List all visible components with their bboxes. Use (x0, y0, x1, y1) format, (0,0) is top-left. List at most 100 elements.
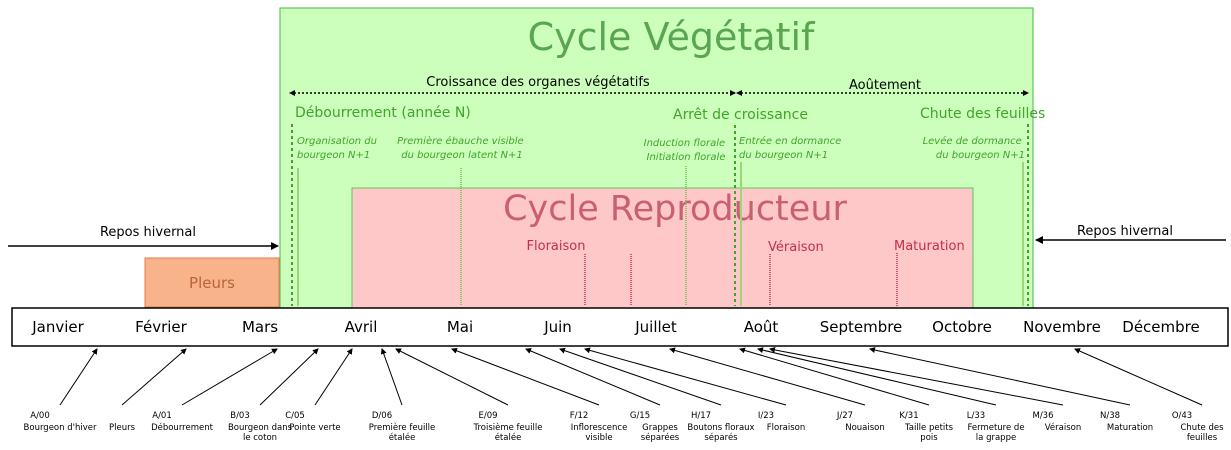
repos-right-label: Repos hivernal (1077, 224, 1173, 239)
stage-code: F/12 (570, 411, 589, 421)
stage-name-line: Inflorescence (571, 423, 628, 433)
stage-arrow (869, 347, 1131, 406)
month-label: Septembre (820, 318, 903, 336)
dormancy-entry-label: Entrée en dormance du bourgeon N+1 (739, 135, 844, 161)
pleurs-label: Pleurs (189, 274, 235, 292)
repos-left-label: Repos hivernal (100, 225, 196, 240)
dormancy-lift-label: Levée de dormance du bourgeon N+1 (923, 135, 1025, 161)
month-label: Novembre (1023, 318, 1101, 336)
stage-name-line: feuilles (1187, 433, 1218, 443)
stage-arrow (584, 347, 787, 406)
stage-code: O/43 (1172, 411, 1192, 421)
stage-arrow (181, 348, 278, 406)
stage-code: A/00 (30, 411, 50, 421)
growth-stop-label: Arrêt de croissance (673, 107, 808, 123)
stage-name-line: Débourrement (151, 422, 214, 433)
stage-name-line: pois (920, 433, 938, 443)
month-label: Mai (447, 318, 473, 336)
stage-name-line: séparés (704, 432, 738, 443)
month-label: Juillet (634, 318, 677, 336)
stage-code: C/05 (285, 411, 305, 421)
stage-label: Pleurs (109, 423, 136, 433)
stage-arrow (121, 348, 187, 406)
stage-code: L/33 (967, 411, 985, 421)
aoutement-label: Aoûtement (849, 78, 921, 93)
month-label: Juin (543, 318, 572, 336)
month-labels: Janvier Février Mars Avril Mai Juin Juillet Aoû… (31, 318, 1200, 336)
stage-name-line: le coton (243, 433, 277, 443)
stage-arrow (669, 347, 866, 406)
pleurs-box (144, 257, 280, 308)
stage-name-line: Floraison (767, 423, 806, 433)
stage-arrow (59, 348, 98, 406)
month-label: Août (744, 318, 779, 336)
induction-label: Induction florale Initiation florale (644, 138, 729, 163)
stage-name-line: Pleurs (109, 423, 136, 433)
stage-name-line: Première feuille (369, 422, 436, 433)
stage-name-line: étalée (495, 432, 522, 443)
veraison-label: Véraison (768, 240, 824, 255)
stage-name-line: la grappe (976, 433, 1016, 443)
stage-code: I/23 (758, 411, 774, 421)
stage-name-line: Troisième feuille (473, 422, 543, 433)
maturation-label: Maturation (894, 239, 965, 254)
stage-code: B/03 (230, 411, 250, 421)
organisation-label: Organisation du bourgeon N+1 (297, 136, 380, 161)
stage-name-line: Fermeture de (967, 423, 1024, 433)
month-label: Janvier (31, 318, 84, 336)
stage-arrow (451, 347, 600, 406)
stage-arrow (314, 348, 353, 406)
month-label: Avril (345, 318, 378, 336)
budbreak-label: Débourrement (année N) (295, 105, 471, 121)
stage-arrow (769, 346, 1064, 406)
stage-arrow (395, 348, 509, 406)
stage-name-line: Bourgeon d'hiver (24, 423, 97, 433)
stage-code: H/17 (691, 411, 711, 421)
stage-name-line: Grappes (642, 423, 678, 433)
stage-arrow (380, 348, 403, 406)
stage-name-line: Taille petits (904, 423, 954, 433)
reproductive-cycle-title: Cycle Reproducteur (503, 189, 847, 229)
stage-arrow (559, 347, 722, 406)
stage-name-line: Boutons floraux (687, 423, 754, 433)
stage-name-line: visible (585, 433, 612, 443)
leaf-fall-label: Chute des feuilles (920, 106, 1045, 122)
stage-code: J/27 (836, 411, 853, 421)
stage-name-line: étalée (389, 432, 416, 443)
first-draft-label: Première ébauche visible du bourgeon lat… (397, 135, 527, 161)
stage-name-line: Véraison (1045, 422, 1081, 433)
vegetative-cycle-title: Cycle Végétatif (528, 15, 816, 59)
stage-name-line: Nouaison (845, 423, 885, 433)
stage-code: N/38 (1100, 411, 1120, 421)
month-label: Décembre (1122, 318, 1199, 336)
stage-name-line: Bourgeon dans (228, 423, 293, 433)
stage-name-line: Chute des (1180, 423, 1224, 433)
stage-name-line: séparées (641, 432, 680, 443)
stage-arrow (739, 347, 930, 406)
stage-code: M/36 (1032, 411, 1053, 421)
stage-code: D/06 (372, 411, 392, 421)
floraison-label: Floraison (527, 239, 586, 254)
month-label: Mars (242, 318, 278, 336)
stage-code: E/09 (478, 411, 497, 421)
month-label: Février (135, 318, 187, 336)
stage-code: G/15 (630, 411, 650, 421)
stage-code: A/01 (152, 411, 172, 421)
stage-name-line: Maturation (1107, 423, 1153, 433)
stage-arrow (757, 347, 997, 406)
growth-label: Croissance des organes végétatifs (426, 75, 650, 90)
